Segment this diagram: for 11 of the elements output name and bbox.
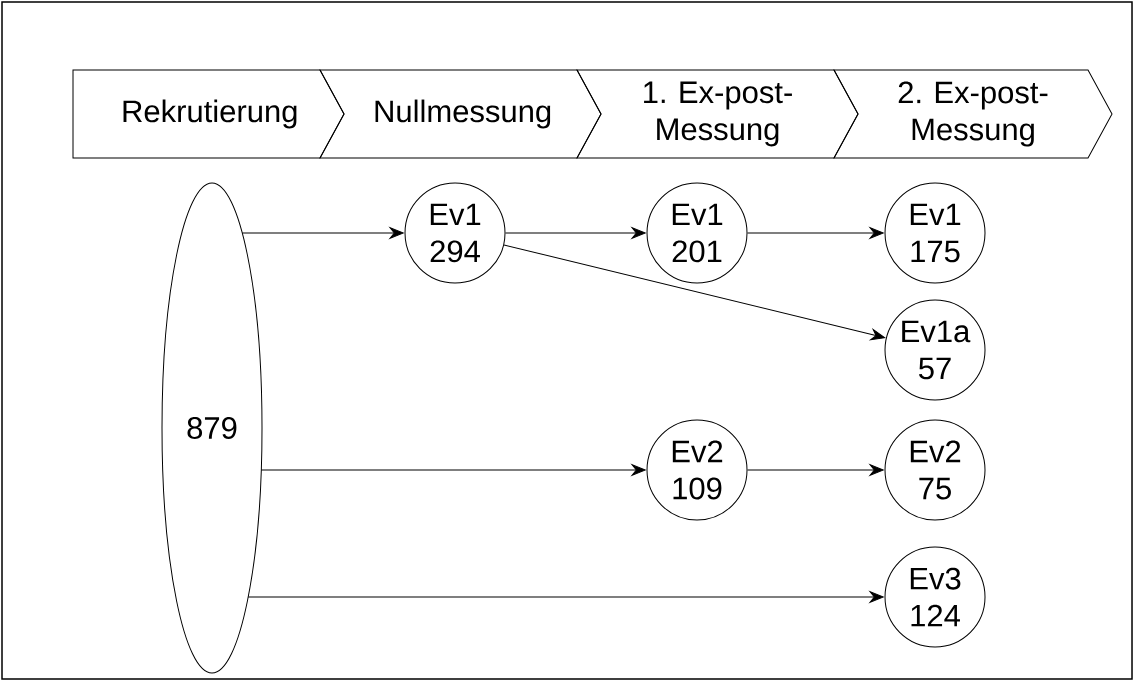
arrow: [241, 227, 404, 239]
arrow: [247, 591, 884, 603]
process-step: Nullmessung: [319, 69, 602, 159]
arrow: [747, 227, 884, 239]
process-step: 2. Ex-post- Messung: [833, 69, 1113, 159]
arrow: [260, 464, 646, 476]
arrow: [503, 244, 886, 341]
arrow: [747, 464, 884, 476]
arrow: [505, 227, 646, 239]
process-step: Rekrutierung: [72, 69, 345, 159]
process-step: 1. Ex-post- Messung: [576, 69, 859, 159]
